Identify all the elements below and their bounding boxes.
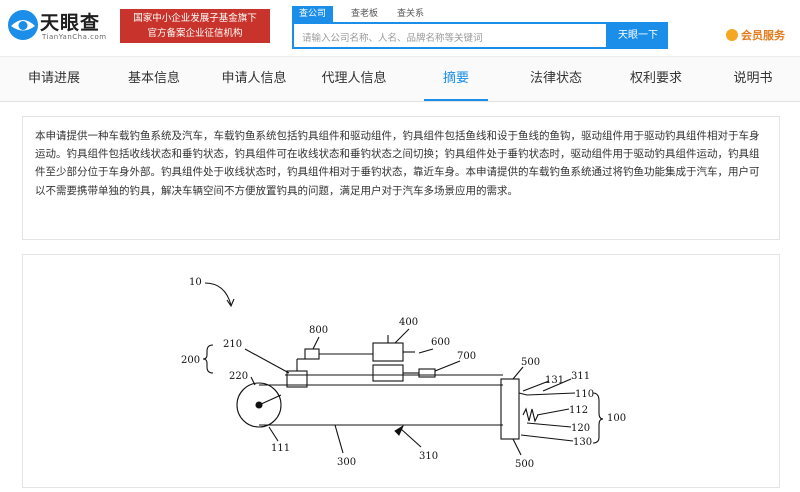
site-header: 天眼查 TianYanCha.com 国家中小企业发展子基金旗下 官方备案企业征… (0, 0, 800, 52)
search-area: 查公司 查老板 查关系 请输入公司名称、人名、品牌名称等关键词 天眼一下 (292, 6, 668, 50)
search-tab-boss[interactable]: 查老板 (351, 9, 379, 19)
label-700: 700 (457, 351, 476, 362)
site-logo[interactable]: 天眼查 TianYanCha.com (6, 6, 116, 46)
tab-agent[interactable]: 代理人信息 (321, 71, 387, 86)
label-500-top: 500 (521, 357, 540, 368)
tab-basic-info[interactable]: 基本信息 (127, 71, 180, 86)
tab-progress[interactable]: 申请进展 (27, 71, 80, 86)
label-600: 600 (431, 337, 450, 348)
label-130: 130 (573, 437, 592, 448)
label-131: 131 (545, 375, 564, 386)
badge-line-1: 国家中小企业发展子基金旗下 (133, 13, 257, 24)
patent-drawing-panel: 10 200 210 220 800 400 600 700 500 311 1… (22, 254, 780, 488)
vip-service-link[interactable]: 会员服务 (726, 27, 785, 43)
label-110: 110 (575, 389, 594, 400)
search-button[interactable]: 天眼一下 (608, 22, 668, 49)
label-800: 800 (309, 325, 328, 336)
tab-abstract[interactable]: 摘要 (424, 57, 488, 101)
search-tab-company[interactable]: 查公司 (292, 6, 334, 22)
patent-drawing: 10 200 210 220 800 400 600 700 500 311 1… (181, 277, 626, 470)
label-10: 10 (189, 277, 202, 288)
label-111: 111 (271, 443, 290, 454)
badge-line-2: 官方备案企业征信机构 (147, 28, 243, 39)
label-310: 310 (419, 451, 438, 462)
tab-applicant[interactable]: 申请人信息 (221, 71, 287, 86)
active-tab-indicator (424, 99, 488, 101)
search-input[interactable]: 请输入公司名称、人名、品牌名称等关键词 (292, 22, 608, 49)
vip-label: 会员服务 (741, 29, 785, 42)
label-100: 100 (607, 413, 626, 424)
tab-legal-status[interactable]: 法律状态 (529, 71, 582, 86)
label-112: 112 (569, 405, 588, 416)
tab-description[interactable]: 说明书 (733, 71, 773, 86)
label-500-bottom: 500 (515, 459, 534, 470)
logo-subtitle: TianYanCha.com (42, 33, 107, 41)
label-300: 300 (337, 457, 356, 468)
label-200: 200 (181, 355, 200, 366)
official-badge[interactable]: 国家中小企业发展子基金旗下 官方备案企业征信机构 (120, 9, 270, 43)
search-tab-relation[interactable]: 查关系 (397, 9, 425, 19)
detail-tabs: 申请进展 基本信息 申请人信息 代理人信息 摘要 法律状态 权利要求 说明书 (0, 56, 800, 102)
abstract-text: 本申请提供一种车载钓鱼系统及汽车，车载钓鱼系统包括钓具组件和驱动组件，钓具组件包… (35, 130, 760, 197)
label-120: 120 (571, 423, 590, 434)
abstract-panel: 本申请提供一种车载钓鱼系统及汽车，车载钓鱼系统包括钓具组件和驱动组件，钓具组件包… (22, 116, 780, 240)
crown-icon (726, 29, 738, 41)
label-210: 210 (223, 339, 242, 350)
eye-logo-icon (8, 10, 38, 40)
label-311: 311 (571, 371, 590, 382)
label-220: 220 (229, 371, 248, 382)
logo-text: 天眼查 (40, 12, 101, 34)
label-400: 400 (399, 317, 418, 328)
tab-abstract-label: 摘要 (442, 71, 469, 86)
tab-claims[interactable]: 权利要求 (629, 71, 682, 86)
